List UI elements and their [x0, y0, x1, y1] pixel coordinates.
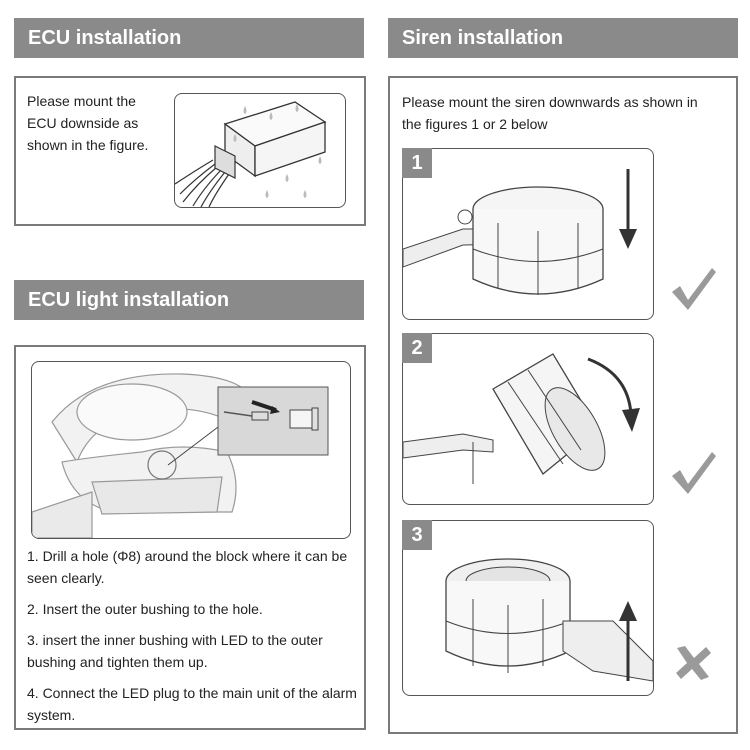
check-icon — [672, 452, 716, 494]
siren-figure-3 — [402, 520, 654, 696]
ecu-light-step: 4. Connect the LED plug to the main unit… — [27, 685, 357, 723]
ecu-installation-title: ECU installation — [28, 27, 182, 49]
ecu-light-panel: 1. Drill a hole (Φ8) around the block wh… — [14, 345, 366, 730]
ecu-text-line: shown in the figure. — [27, 137, 149, 153]
ecu-light-installation-title: ECU light installation — [28, 289, 230, 311]
figure-number-badge: 3 — [402, 520, 432, 550]
ecu-light-step: 1. Drill a hole (Φ8) around the block wh… — [27, 548, 348, 586]
siren-upright-illustration — [403, 169, 637, 295]
figure-number: 2 — [411, 337, 423, 359]
siren-installation-panel: Please mount the siren downwards as show… — [388, 76, 738, 734]
siren-upside-illustration — [445, 558, 653, 682]
siren-sideways-illustration — [403, 353, 640, 484]
figure-number-badge: 1 — [402, 148, 432, 178]
ecu-figure — [174, 93, 346, 208]
scooter-dashboard-illustration — [32, 373, 329, 538]
ecu-illustration — [175, 101, 327, 207]
ecu-instruction-text: Please mount the ECU downside as shown i… — [27, 90, 167, 156]
ecu-light-steps: 1. Drill a hole (Φ8) around the block wh… — [27, 545, 357, 735]
ecu-light-step: 2. Insert the outer bushing to the hole. — [27, 601, 263, 617]
siren-figure-2 — [402, 333, 654, 505]
ecu-installation-header: ECU installation — [14, 18, 364, 58]
ecu-light-step: 3. insert the inner bushing with LED to … — [27, 632, 323, 670]
siren-figure-1 — [402, 148, 654, 320]
figure-number: 3 — [411, 524, 423, 546]
ecu-light-installation-header: ECU light installation — [14, 280, 364, 320]
check-icon — [672, 268, 716, 310]
figure-number-badge: 2 — [402, 333, 432, 363]
siren-intro-text: Please mount the siren downwards as show… — [402, 91, 732, 135]
siren-installation-header: Siren installation — [388, 18, 738, 58]
siren-intro-line: Please mount the siren downwards as show… — [402, 94, 698, 110]
ecu-text-line: Please mount the — [27, 93, 136, 109]
siren-intro-line: the figures 1 or 2 below — [402, 116, 548, 132]
siren-installation-title: Siren installation — [402, 27, 564, 49]
ecu-light-figure — [31, 361, 351, 539]
ecu-installation-panel: Please mount the ECU downside as shown i… — [14, 76, 366, 226]
figure-number: 1 — [411, 152, 423, 174]
ecu-text-line: ECU downside as — [27, 115, 139, 131]
cross-icon — [676, 646, 711, 680]
